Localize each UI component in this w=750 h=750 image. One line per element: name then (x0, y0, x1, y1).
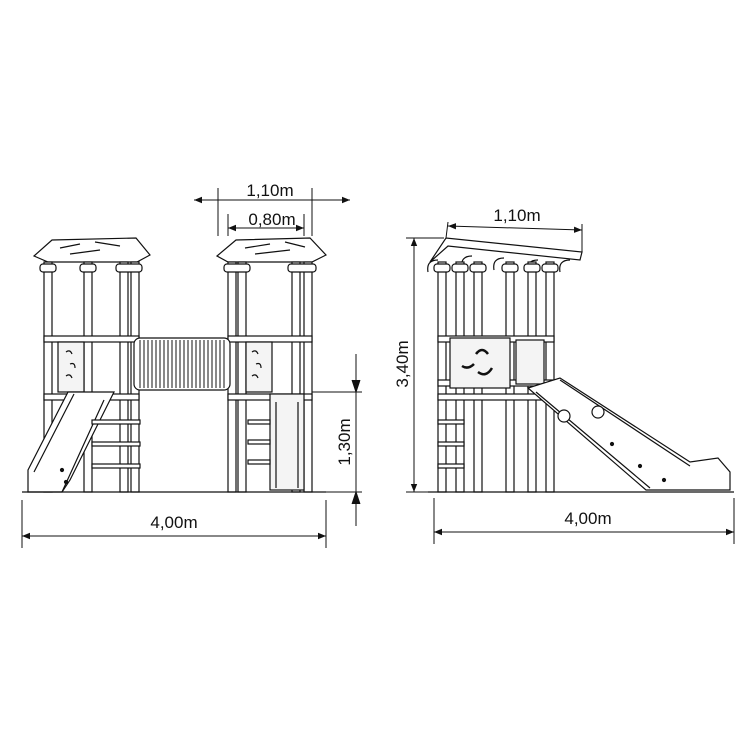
front-view (22, 237, 327, 493)
right-panel (245, 341, 273, 393)
front-deck-height-label: 1,30m (335, 418, 354, 465)
side-width-label: 4,00m (564, 509, 611, 528)
side-height-label: 3,40m (393, 340, 412, 387)
side-roof (427, 237, 583, 273)
front-roof-outer-label: 1,10m (246, 181, 293, 200)
side-view (427, 237, 734, 493)
side-ladder (437, 419, 465, 469)
tunnel (133, 337, 231, 391)
left-roof (32, 237, 151, 263)
left-panel (57, 341, 85, 393)
front-dimensions (21, 188, 362, 548)
side-dimensions (406, 221, 735, 544)
front-width-label: 4,00m (150, 513, 197, 532)
front-roof-inner-label: 0,80m (248, 210, 295, 229)
side-slide (526, 377, 731, 491)
right-climbing-wall (247, 393, 305, 491)
side-panel (449, 337, 545, 389)
side-roof-label: 1,10m (493, 206, 540, 225)
left-ladder (91, 419, 141, 469)
right-roof (215, 237, 327, 263)
